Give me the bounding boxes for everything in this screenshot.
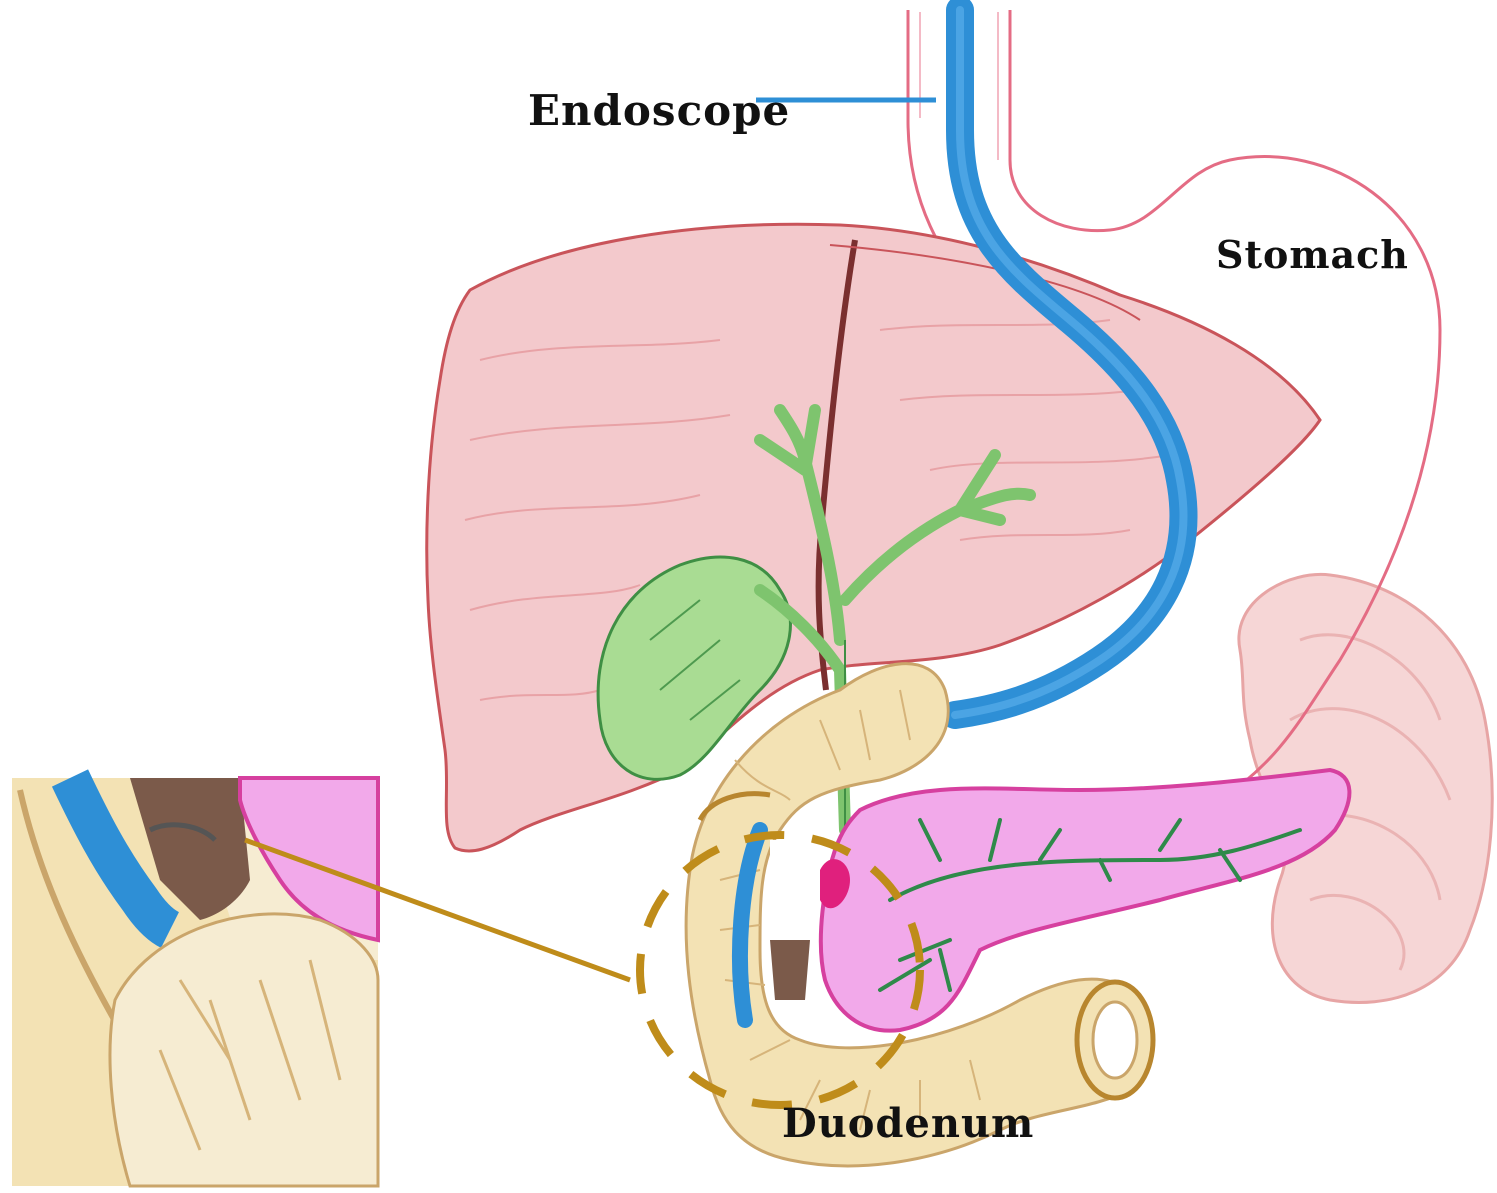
label-stomach: Stomach <box>1216 232 1409 277</box>
label-endoscope: Endoscope <box>528 86 790 135</box>
label-duodenum: Duodenum <box>782 1100 1034 1147</box>
inset-magnified-view <box>12 778 378 1186</box>
